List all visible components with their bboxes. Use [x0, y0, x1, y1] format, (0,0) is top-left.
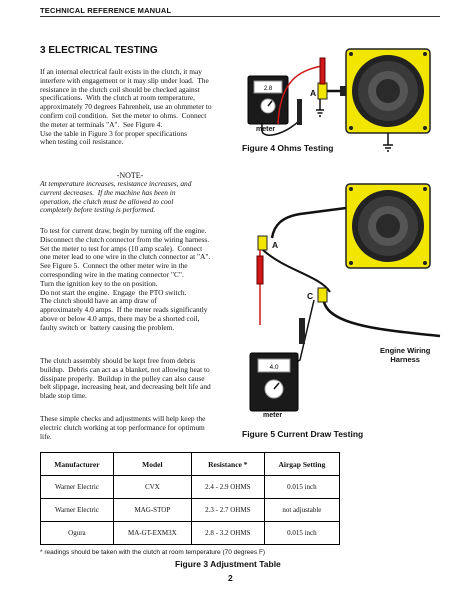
clutch-lead-fig5 [270, 206, 347, 239]
cell-model: MA-GT-EXM3X [112, 521, 192, 545]
meter-label-fig4: meter [256, 126, 276, 133]
harness-label-line1: Engine Wiring [380, 346, 431, 355]
red-probe-fig4 [319, 57, 326, 85]
meter2-display: 4.0 [269, 364, 278, 371]
note-heading: -NOTE- [116, 171, 144, 180]
figure5-caption: Figure 5 Current Draw Testing [242, 429, 364, 439]
header-model: Model [112, 452, 192, 476]
terminal-a-label-fig5: A [272, 240, 279, 250]
cell-manufacturer: Ogura [40, 521, 114, 545]
manual-header: TECHNICAL REFERENCE MANUAL [40, 6, 172, 15]
red-probe-fig5 [256, 255, 264, 285]
header-airgap: Airgap Setting [263, 452, 341, 476]
harness-label-line2: Harness [390, 355, 420, 364]
ammeter [249, 352, 299, 412]
terminal-c-label: C [307, 291, 314, 301]
cell-model: MAG-STOP [112, 498, 192, 522]
connector-a-fig5 [257, 235, 268, 251]
figure4-caption: Figure 4 Ohms Testing [242, 143, 334, 153]
cell-resistance: 2.8 - 3.2 OHMS [190, 521, 265, 545]
header-manufacturer: Manufacturer [40, 452, 114, 476]
table-caption: Figure 3 Adjustment Table [175, 559, 281, 569]
table-footnote: * readings should be taken with the clut… [40, 549, 266, 556]
black-probe-fig5 [299, 318, 305, 344]
engine-harness-wire [322, 301, 441, 338]
section-title: 3 ELECTRICAL TESTING [40, 45, 158, 56]
meter1-display: 2.8 [264, 86, 273, 92]
note-body: At temperature increases, resistance inc… [40, 179, 192, 215]
clutch-unit-fig4 [340, 48, 431, 134]
cell-resistance: 2.3 - 2.7 OHMS [190, 498, 265, 522]
header-resistance: Resistance * [190, 452, 265, 476]
cell-airgap: 0.015 inch [263, 521, 341, 545]
cell-manufacturer: Warner Electric [40, 498, 114, 522]
red-lead-fig4 [277, 65, 323, 125]
table-header-row: Manufacturer Model Resistance * Airgap S… [40, 452, 341, 476]
meter-label-fig5: meter [263, 412, 283, 419]
cell-airgap: not adjustable [263, 498, 341, 522]
cell-airgap: 0.015 inch [263, 475, 341, 499]
paragraph-debris: The clutch assembly should be kept free … [40, 356, 211, 401]
page-number: 2 [228, 573, 233, 583]
adjustment-table: Manufacturer Model Resistance * Airgap S… [40, 452, 341, 545]
engine-harness-label: Engine Wiring Harness [380, 346, 430, 364]
clutch-unit-fig5 [345, 183, 431, 269]
table-row: Ogura MA-GT-EXM3X 2.8 - 3.2 OHMS 0.015 i… [40, 521, 341, 545]
ohmmeter [247, 75, 289, 125]
ground-symbol-fig4 [316, 109, 324, 117]
terminal-a-label-fig4: A [310, 88, 317, 98]
cell-manufacturer: Warner Electric [40, 475, 114, 499]
table-row: Warner Electric MAG-STOP 2.3 - 2.7 OHMS … [40, 498, 341, 522]
connector-link [262, 249, 331, 293]
table-row: Warner Electric CVX 2.4 - 2.9 OHMS 0.015… [40, 475, 341, 499]
cell-model: CVX [112, 475, 192, 499]
cell-resistance: 2.4 - 2.9 OHMS [190, 475, 265, 499]
paragraph-coil-resistance: If an internal electrical fault exists i… [40, 67, 212, 147]
black-probe-fig4 [297, 99, 302, 125]
paragraph-current-draw: To test for current draw, begin by turni… [40, 226, 211, 332]
paragraph-summary: These simple checks and adjustments will… [40, 414, 206, 441]
connector-a-fig4 [317, 82, 328, 100]
connector-c [317, 287, 328, 303]
header-rule [40, 16, 440, 17]
frame-ground-symbol-fig4 [383, 144, 393, 152]
